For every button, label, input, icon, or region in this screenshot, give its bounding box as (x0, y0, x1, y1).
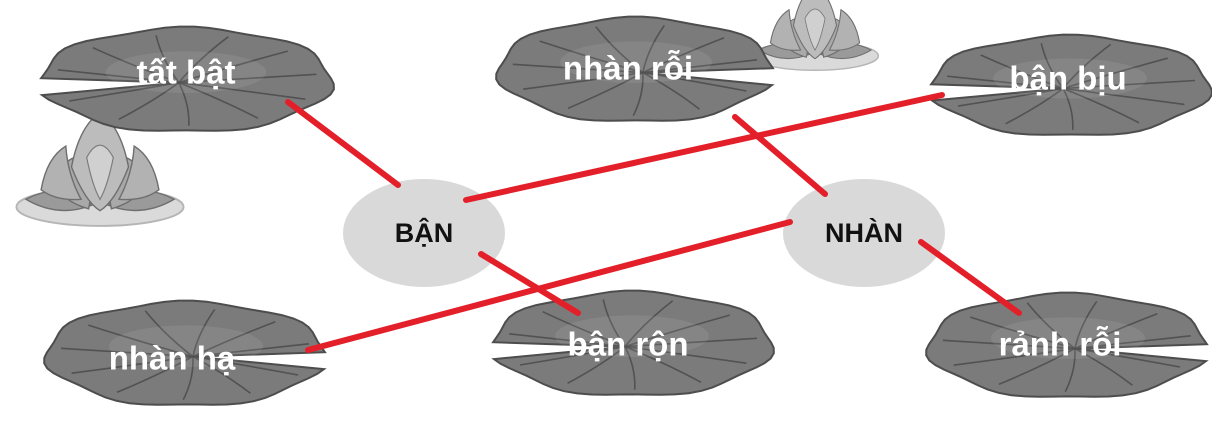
link-ban-ban-ron (478, 251, 581, 316)
hub-ban[interactable]: BẬN (343, 179, 505, 287)
pad-tat-bat[interactable]: tất bật (39, 25, 335, 132)
pad-nhan-ha[interactable]: nhàn hạ (43, 299, 327, 406)
pad-label: bận bịu (1009, 60, 1126, 97)
link-ban-ban-biu (463, 92, 945, 203)
hub-label: NHÀN (825, 217, 903, 248)
pad-label: rảnh rỗi (999, 326, 1122, 363)
hub-nhan[interactable]: NHÀN (783, 179, 945, 287)
pad-ranh-roi[interactable]: rảnh rỗi (925, 291, 1209, 398)
lotus-flower-icon (750, 0, 880, 71)
pad-label: nhàn rỗi (563, 50, 693, 87)
pad-ban-biu[interactable]: bận bịu (929, 33, 1212, 136)
link-nhan-nhan-ha (305, 219, 793, 353)
link-nhan-ranh-roi (918, 239, 1022, 316)
pad-label: tất bật (137, 54, 236, 91)
pad-nhan-roi[interactable]: nhàn rỗi (495, 15, 775, 122)
pad-label: nhàn hạ (109, 340, 236, 377)
pad-label: bận rộn (568, 326, 689, 363)
hub-label: BẬN (395, 217, 454, 248)
link-nhan-nhan-roi (732, 114, 828, 197)
pad-ban-ron[interactable]: bận rộn (491, 289, 775, 396)
link-ban-tat-bat (285, 99, 401, 188)
